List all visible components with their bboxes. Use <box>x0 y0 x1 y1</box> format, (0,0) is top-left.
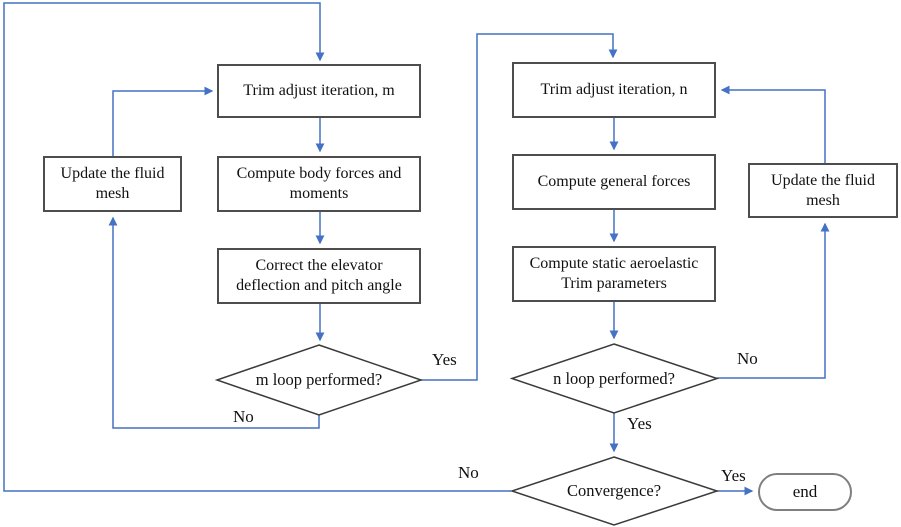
label-n-loop-yes: Yes <box>625 414 654 434</box>
label-n-loop-no: No <box>735 349 760 369</box>
node-compute-general-forces: Compute general forces <box>512 154 716 210</box>
node-update-fluid-mesh-right: Update the fluid mesh <box>748 163 898 218</box>
node-compute-static-aeroelastic: Compute static aeroelastic Trim paramete… <box>512 246 716 302</box>
edge-m-loop-no <box>108 216 320 429</box>
label-convergence-yes: Yes <box>719 466 748 486</box>
node-correct-elevator-deflection: Correct the elevator deflection and pitc… <box>217 248 421 304</box>
node-update-fluid-mesh-left: Update the fluid mesh <box>43 156 182 212</box>
decision-n-loop-shape <box>509 343 720 414</box>
node-end-terminator: end <box>758 473 852 511</box>
edge-m-loop-yes <box>421 33 618 381</box>
node-trim-adjust-iteration-n: Trim adjust iteration, n <box>512 62 716 118</box>
label-m-loop-no: No <box>231 407 256 427</box>
node-compute-body-forces: Compute body forces and moments <box>217 156 421 212</box>
label-m-loop-yes: Yes <box>430 350 459 370</box>
label-convergence-no: No <box>456 463 481 483</box>
edge-updatemesh-left-to-trim-m <box>112 86 214 156</box>
node-trim-adjust-iteration-m: Trim adjust iteration, m <box>217 64 421 118</box>
edge-updatemesh-right-to-trim-n <box>720 85 826 163</box>
decision-convergence-shape <box>509 456 720 526</box>
edge-convergence-no <box>3 2 511 492</box>
decision-m-loop-shape <box>214 344 424 416</box>
edge-n-loop-no <box>717 222 830 379</box>
